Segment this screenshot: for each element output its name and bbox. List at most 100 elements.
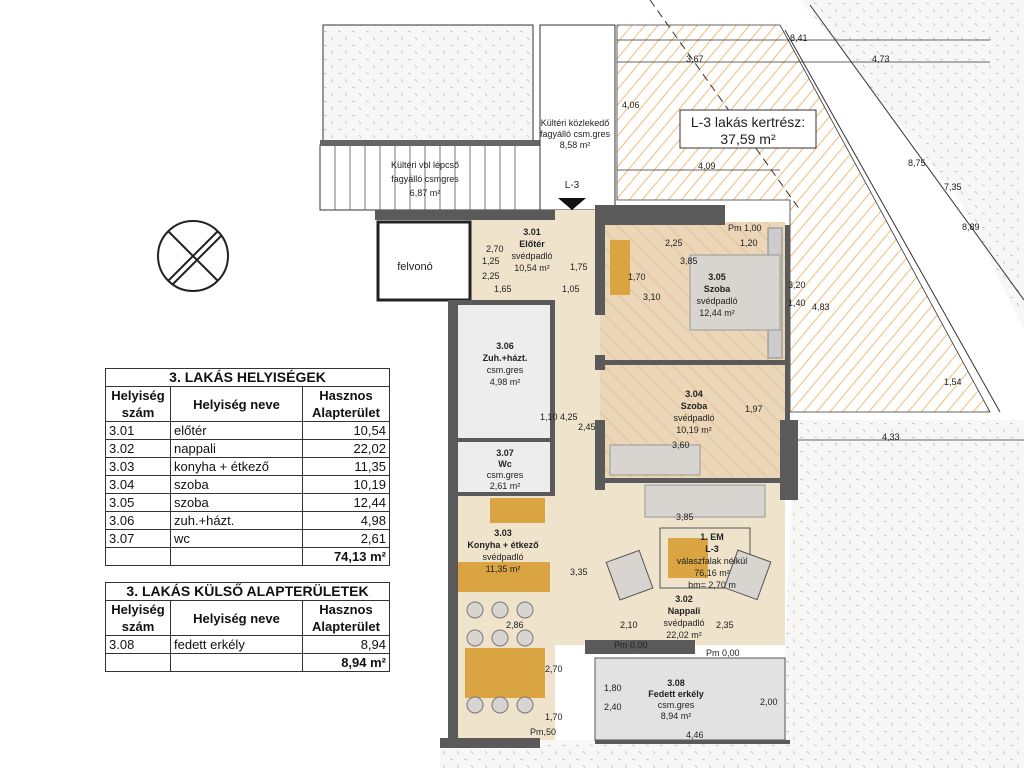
table-total-row: 8,94 m²: [105, 653, 390, 672]
svg-text:4,46: 4,46: [686, 730, 704, 740]
svg-text:4,09: 4,09: [698, 161, 716, 171]
svg-text:1,75: 1,75: [570, 262, 588, 272]
svg-text:3,67: 3,67: [686, 54, 704, 64]
room-3.07-floor: [455, 442, 555, 494]
room-floor: svédpadló: [482, 552, 523, 562]
svg-text:3,20: 3,20: [788, 280, 806, 290]
svg-text:1,70: 1,70: [628, 272, 646, 282]
svg-text:1,05: 1,05: [562, 284, 580, 294]
svg-text:1,40: 1,40: [788, 298, 806, 308]
room-floor: svédpadló: [696, 296, 737, 306]
svg-text:1,54: 1,54: [944, 377, 962, 387]
garden-title: L-3 lakás kertrész:: [691, 114, 805, 130]
svg-text:2,45: 2,45: [578, 422, 596, 432]
outdoor-table-title: 3. LAKÁS KÜLSŐ ALAPTERÜLETEK: [105, 582, 390, 601]
svg-text:2,35: 2,35: [716, 620, 734, 630]
stairs-name: Kültéri vbl lépcső: [391, 160, 459, 170]
room-area: 11,35 m²: [486, 564, 521, 574]
rooms-total: 74,13 m²: [302, 547, 390, 566]
room-name: Konyha + étkező: [467, 540, 539, 550]
room-floor: svédpadló: [663, 618, 704, 628]
svg-text:2,40: 2,40: [604, 702, 622, 712]
walkway-floor: fagyálló csm.gres: [540, 129, 611, 139]
room-area: 12,44 m²: [699, 308, 735, 318]
col-header: Helyiség neve: [170, 386, 303, 422]
room-name: Zuh.+házt.: [483, 353, 528, 363]
svg-text:3,85: 3,85: [676, 512, 694, 522]
unit-floor: 1. EM: [700, 532, 724, 542]
svg-text:Pm 0,00: Pm 0,00: [706, 648, 740, 658]
north-arrow-icon: [157, 220, 229, 292]
svg-text:1,80: 1,80: [604, 683, 622, 693]
room-area: 10,19 m²: [676, 425, 712, 435]
elevator: [376, 220, 472, 302]
svg-text:4,06: 4,06: [622, 100, 640, 110]
svg-text:1,10: 1,10: [540, 412, 558, 422]
room-num: 3.07: [496, 448, 514, 458]
furniture: [458, 227, 783, 714]
room-3.06-floor: [455, 305, 555, 440]
rooms-table-title: 3. LAKÁS HELYISÉGEK: [105, 368, 390, 387]
walkway-name: Kültéri közlekedő: [541, 118, 610, 128]
room-area: 4,98 m²: [490, 377, 521, 387]
room-floor: svédpadló: [511, 251, 552, 261]
svg-text:4,83: 4,83: [812, 302, 830, 312]
room-area: 8,94 m²: [661, 711, 692, 721]
svg-text:2,00: 2,00: [760, 697, 778, 707]
svg-text:1,25: 1,25: [482, 256, 500, 266]
section-marker-icon: [558, 198, 586, 210]
room-floor: csm.gres: [487, 470, 524, 480]
col-header: Helyiség szám: [105, 600, 171, 636]
room-num: 3.05: [708, 272, 726, 282]
svg-text:8,41: 8,41: [790, 33, 808, 43]
svg-text:8,75: 8,75: [908, 158, 926, 168]
svg-text:Pm,50: Pm,50: [530, 727, 556, 737]
svg-text:2,10: 2,10: [620, 620, 638, 630]
outdoor-stairs: [319, 140, 541, 211]
svg-text:1,20: 1,20: [740, 238, 758, 248]
svg-text:7,35: 7,35: [944, 182, 962, 192]
room-name: Előtér: [519, 239, 545, 249]
col-header: Helyiség szám: [105, 386, 171, 422]
svg-text:1,70: 1,70: [545, 712, 563, 722]
section-mark: L-3: [565, 180, 580, 191]
unit-note: válaszfalak nélkül: [677, 556, 748, 566]
svg-text:2,70: 2,70: [486, 244, 504, 254]
table-total-row: 74,13 m²: [105, 547, 390, 566]
room-area: 22,02 m²: [666, 630, 702, 640]
svg-text:3,10: 3,10: [643, 292, 661, 302]
room-num: 3.01: [523, 227, 541, 237]
svg-text:Pm 1,00: Pm 1,00: [728, 223, 762, 233]
unit-height: bm= 2,70 m: [688, 580, 736, 590]
svg-text:8,89: 8,89: [962, 222, 980, 232]
walkway-area: 8,58 m²: [560, 140, 591, 150]
svg-text:2,25: 2,25: [665, 238, 683, 248]
svg-text:2,25: 2,25: [482, 271, 500, 281]
outdoor-total: 8,94 m²: [302, 653, 390, 672]
svg-text:3,60: 3,60: [672, 440, 690, 450]
room-name: Nappali: [668, 606, 701, 616]
svg-text:4,33: 4,33: [882, 432, 900, 442]
room-num: 3.03: [494, 528, 512, 538]
elevator-label: felvonó: [397, 261, 432, 273]
room-num: 3.08: [667, 678, 685, 688]
room-floor: csm.gres: [487, 365, 524, 375]
room-num: 3.02: [675, 594, 693, 604]
unit-area: 76,16 m²: [694, 568, 730, 578]
room-name: Wc: [498, 459, 512, 469]
garden-area-label: 37,59 m²: [720, 131, 776, 147]
svg-text:4,73: 4,73: [872, 54, 890, 64]
svg-text:1,97: 1,97: [745, 404, 763, 414]
unit-code: L-3: [705, 544, 719, 554]
room-num: 3.04: [685, 389, 703, 399]
slope-stipple: [800, 0, 1024, 330]
room-floor: svédpadló: [673, 413, 714, 423]
room-area: 2,61 m²: [490, 481, 521, 491]
